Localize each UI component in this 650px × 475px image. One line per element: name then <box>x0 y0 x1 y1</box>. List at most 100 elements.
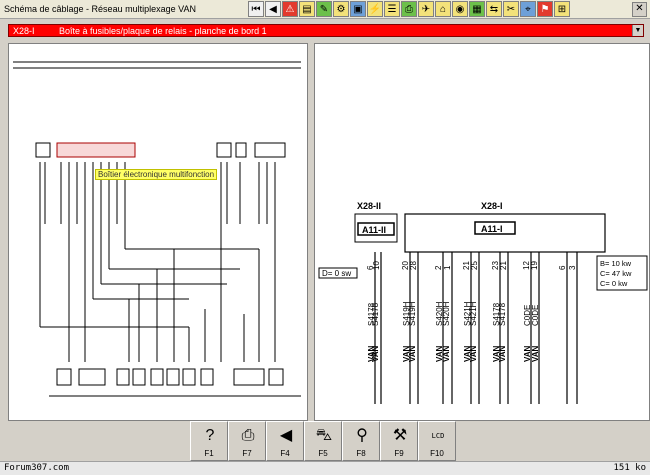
pin-number: 2 <box>434 265 443 270</box>
connector-title: X28-II <box>357 201 381 211</box>
component-list-icon[interactable]: ▤ <box>299 1 315 17</box>
home-icon[interactable]: ⌂ <box>435 1 451 17</box>
function-key-button-f9[interactable]: ⚒ F9 <box>380 421 418 461</box>
tools-icon: ⚒ <box>392 427 408 444</box>
wire-label: S421H <box>469 301 478 326</box>
wire-type: VAN <box>408 345 417 362</box>
voltage-note-box <box>318 267 358 279</box>
pin-number: 12 <box>522 261 531 270</box>
top-toolbar: ⏮◀⚠▤✎⚙▣⚡☰⎙✈⌂◉▦⇆✂⌖⚑⊞ <box>248 1 570 18</box>
file-size: 151 ko <box>613 463 646 473</box>
grid-icon[interactable]: ▦ <box>469 1 485 17</box>
swap-icon[interactable]: ⇆ <box>486 1 502 17</box>
pin-number: 10 <box>372 261 381 270</box>
vehicle-icon: ⛍ <box>315 427 333 444</box>
function-key-button-f8[interactable]: ⚲ F8 <box>342 421 380 461</box>
wire-label: C0DE <box>531 305 540 326</box>
settings-icon[interactable]: ⚙ <box>333 1 349 17</box>
cut-icon[interactable]: ✂ <box>503 1 519 17</box>
navigate-icon[interactable]: ✈ <box>418 1 434 17</box>
legend-entry: C= 0 kw <box>600 279 628 288</box>
function-key-label: F1 <box>204 449 214 458</box>
module-label: A11-I <box>481 224 503 234</box>
locate-icon[interactable]: ◉ <box>452 1 468 17</box>
first-page-icon[interactable]: ⏮ <box>248 1 264 17</box>
close-button[interactable]: ✕ <box>632 2 647 17</box>
wire-type: VAN <box>442 345 451 362</box>
wire-type: VAN <box>367 345 376 362</box>
pin-number: 25 <box>470 261 479 270</box>
previous-icon[interactable]: ◀ <box>265 1 281 17</box>
function-key-label: F7 <box>242 449 252 458</box>
target-icon[interactable]: ⌖ <box>520 1 536 17</box>
print-preview-icon[interactable]: ⎙ <box>401 1 417 17</box>
function-key-button-f5[interactable]: ⛍F5 <box>304 421 342 461</box>
function-key-label: F10 <box>430 449 444 458</box>
overview-schematic <box>13 61 301 397</box>
wire-type: VAN <box>402 345 411 362</box>
flag-icon[interactable]: ⚑ <box>537 1 553 17</box>
wire-label: S419H <box>402 301 411 326</box>
wire-type: VAN <box>371 345 380 362</box>
component-description: Boîte à fusibles/plaque de relais - plan… <box>59 26 267 36</box>
taskbar: Forum307.com 151 ko <box>0 461 650 475</box>
wire-label: S4178 <box>367 302 376 326</box>
function-key-button-f4[interactable]: ◀ F4 <box>266 421 304 461</box>
function-key-label: F8 <box>356 449 366 458</box>
wire-label: S421H <box>463 301 472 326</box>
function-key-label: F9 <box>394 449 404 458</box>
view-icon[interactable]: ▣ <box>350 1 366 17</box>
function-key-button-f1[interactable]: ? F1 <box>190 421 228 461</box>
wire-label: C0DE <box>523 305 532 326</box>
warning-icon[interactable]: ⚠ <box>282 1 298 17</box>
menu-icon[interactable]: ☰ <box>384 1 400 17</box>
power-icon[interactable]: ⚡ <box>367 1 383 17</box>
wire-type: VAN <box>523 345 532 362</box>
wire-type: VAN <box>435 345 444 362</box>
window-title: Schéma de câblage - Réseau multiplexage … <box>4 4 196 14</box>
back-icon: ◀ <box>279 427 293 444</box>
zoom-icon[interactable]: ⊞ <box>554 1 570 17</box>
voltage-note: D= 0 sw <box>322 269 351 278</box>
left-schematic-pane[interactable]: Boîtier électronique multifonction <box>8 43 308 421</box>
module-box <box>474 221 516 235</box>
wire-type: VAN <box>463 345 472 362</box>
pin-number: 21 <box>462 261 471 270</box>
pin-number: 3 <box>568 265 577 270</box>
module-box <box>357 222 395 236</box>
wire-type: VAN <box>498 345 507 362</box>
pin-number: 28 <box>409 261 418 270</box>
component-tooltip: Boîtier électronique multifonction <box>95 169 218 180</box>
component-selector[interactable]: X28-I Boîte à fusibles/plaque de relais … <box>8 24 644 37</box>
wire-label: S4178 <box>371 302 380 326</box>
title-bar: Schéma de câblage - Réseau multiplexage … <box>0 0 650 19</box>
module-label: A11-II <box>362 225 386 235</box>
function-key-button-f7[interactable]: ⎙ F7 <box>228 421 266 461</box>
help-icon: ? <box>205 427 215 444</box>
pin-number: 19 <box>530 261 539 270</box>
pin-number: 21 <box>499 261 508 270</box>
pin-number: 23 <box>491 261 500 270</box>
pin-number: 6 <box>558 265 567 270</box>
component-code: X28-I <box>13 26 35 36</box>
function-key-button-f10[interactable]: LCD F10 <box>418 421 456 461</box>
pin-number: 1 <box>443 265 452 270</box>
legend-entry: C= 47 kw <box>600 269 632 278</box>
lcd-icon: LCD <box>431 432 445 440</box>
wire-label: S420H <box>435 301 444 326</box>
edit-icon[interactable]: ✎ <box>316 1 332 17</box>
pin-number: 6 <box>366 265 375 270</box>
function-key-toolbar: ? F1 ⎙ F7 ◀ F4 ⛍F5 ⚲ F8 ⚒ F9 LCD F10 <box>190 421 460 461</box>
function-key-label: F4 <box>280 449 290 458</box>
legend-box <box>596 255 648 291</box>
wire-type: VAN <box>469 345 478 362</box>
chevron-down-icon[interactable]: ▼ <box>632 25 643 36</box>
search-icon: ⚲ <box>356 427 368 444</box>
wire-label: S4178 <box>498 302 507 326</box>
print-icon: ⎙ <box>241 427 255 444</box>
legend-entry: B= 10 kw <box>600 259 632 268</box>
wire-label: S420H <box>442 301 451 326</box>
